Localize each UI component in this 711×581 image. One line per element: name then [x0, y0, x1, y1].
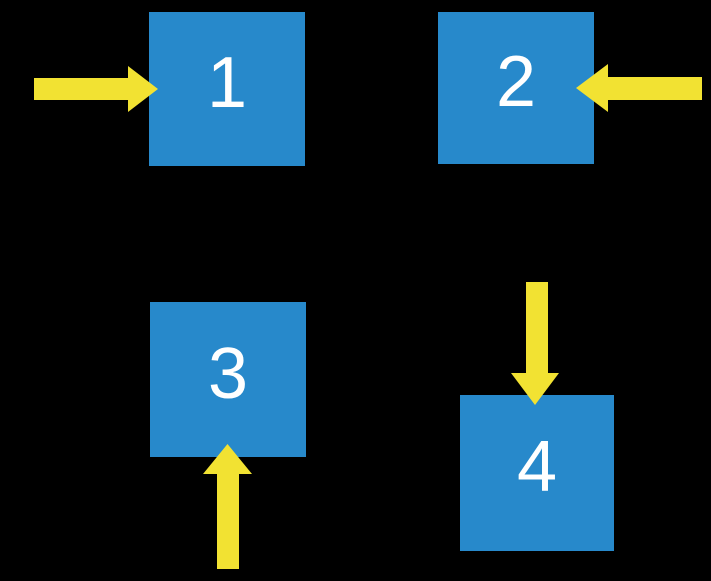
box-3: 3 — [150, 302, 306, 457]
arrow-down-icon — [511, 282, 559, 405]
arrow-left-icon — [576, 64, 702, 112]
box-3-label: 3 — [207, 333, 249, 414]
arrow-up-icon — [203, 444, 252, 569]
box-1: 1 — [149, 12, 305, 166]
arrow-right-icon — [34, 66, 158, 112]
box-2: 2 — [438, 12, 594, 164]
box-4: 4 — [460, 395, 614, 551]
box-4-label: 4 — [516, 427, 558, 507]
box-2-label: 2 — [495, 42, 537, 122]
box-1-label: 1 — [206, 43, 248, 123]
